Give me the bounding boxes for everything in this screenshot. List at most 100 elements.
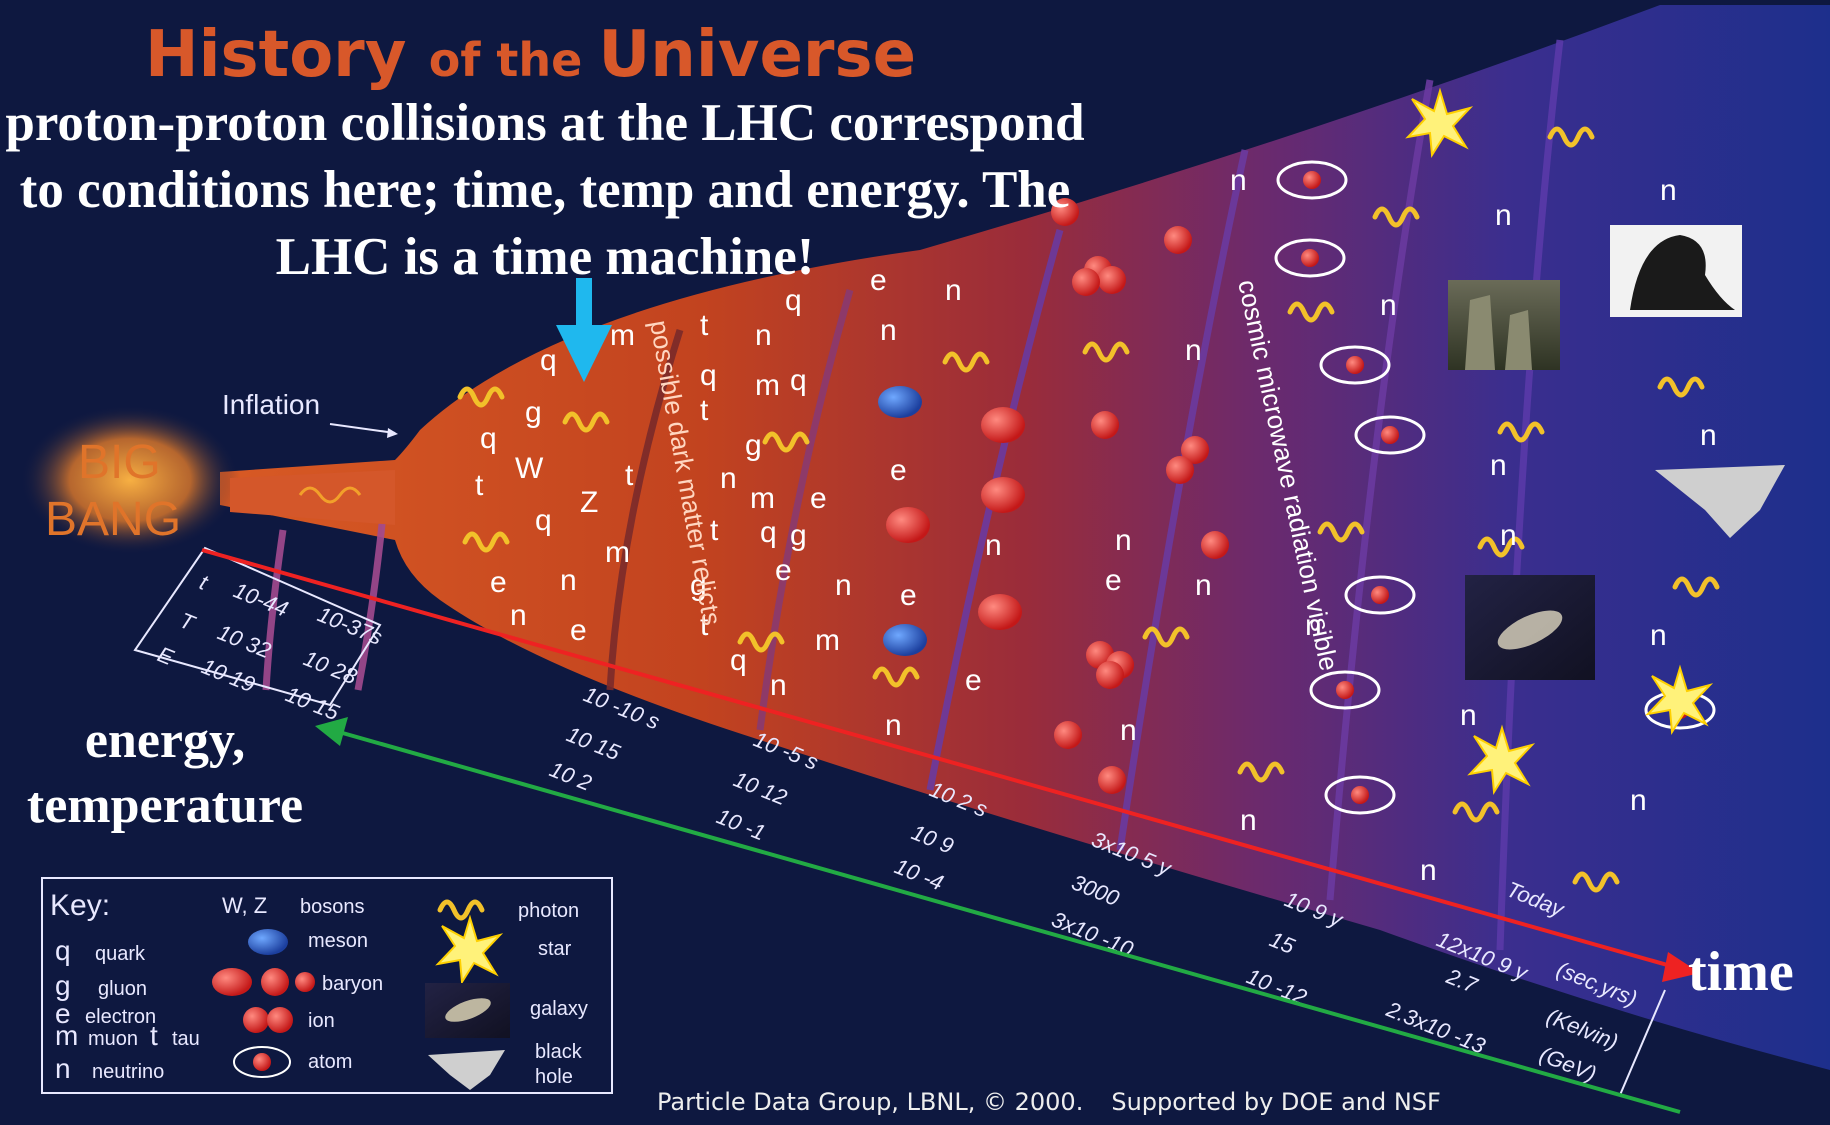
svg-text:n: n xyxy=(1460,699,1477,732)
svg-text:baryon: baryon xyxy=(322,973,383,995)
svg-text:t: t xyxy=(475,469,484,502)
svg-text:neutrino: neutrino xyxy=(92,1061,164,1083)
svg-text:photon: photon xyxy=(518,900,579,922)
svg-text:W: W xyxy=(515,452,544,485)
svg-text:q: q xyxy=(55,935,71,966)
svg-text:q: q xyxy=(785,284,802,317)
svg-text:n: n xyxy=(1630,784,1647,817)
svg-text:q: q xyxy=(535,504,552,537)
svg-text:atom: atom xyxy=(308,1051,352,1073)
svg-text:n: n xyxy=(770,669,787,702)
svg-text:tau: tau xyxy=(172,1028,200,1050)
svg-text:e: e xyxy=(890,454,907,487)
diagram-title: History of the Universe xyxy=(145,18,916,92)
svg-text:e: e xyxy=(570,614,587,647)
svg-text:n: n xyxy=(1195,569,1212,602)
time-label: time xyxy=(1688,941,1794,1003)
svg-text:muon: muon xyxy=(88,1028,138,1050)
credit-line: Particle Data Group, LBNL, © 2000.Suppor… xyxy=(657,1088,1441,1116)
svg-text:m: m xyxy=(610,319,635,352)
svg-text:t: t xyxy=(700,394,709,427)
key-box xyxy=(41,877,613,1094)
svg-text:n: n xyxy=(885,709,902,742)
svg-text:g: g xyxy=(690,569,707,602)
svg-text:n: n xyxy=(1305,609,1322,642)
meson-particles xyxy=(878,386,1025,656)
energy-temperature-label: energy, temperature xyxy=(26,712,304,834)
scale-frame xyxy=(133,546,382,707)
svg-text:m: m xyxy=(755,369,780,402)
svg-text:t: t xyxy=(625,459,634,492)
svg-text:e: e xyxy=(490,566,507,599)
svg-text:n: n xyxy=(835,569,852,602)
nebula-pillars-image xyxy=(1448,280,1560,370)
svg-text:meson: meson xyxy=(308,930,368,952)
svg-text:n: n xyxy=(1420,854,1437,887)
big-bang-label-line1: BIG xyxy=(78,436,161,489)
svg-text:Z: Z xyxy=(580,486,598,519)
svg-text:n: n xyxy=(1380,289,1397,322)
svg-text:W, Z: W, Z xyxy=(222,893,267,918)
svg-text:t: t xyxy=(700,309,709,342)
svg-text:ion: ion xyxy=(308,1010,335,1032)
svg-text:e: e xyxy=(55,998,71,1029)
svg-text:n: n xyxy=(1650,619,1667,652)
svg-text:q: q xyxy=(480,422,497,455)
svg-text:g: g xyxy=(745,429,762,462)
svg-text:n: n xyxy=(1500,519,1517,552)
lhc-annotation: proton-proton collisions at the LHC corr… xyxy=(5,94,1085,286)
svg-text:t: t xyxy=(700,609,709,642)
svg-text:quark: quark xyxy=(95,943,146,965)
svg-text:q: q xyxy=(790,364,807,397)
svg-text:n: n xyxy=(1240,804,1257,837)
svg-text:q: q xyxy=(540,344,557,377)
svg-text:t: t xyxy=(150,1020,158,1051)
svg-text:m: m xyxy=(750,482,775,515)
svg-text:n: n xyxy=(1115,524,1132,557)
svg-text:n: n xyxy=(1700,419,1717,452)
big-bang-glow xyxy=(20,405,240,555)
svg-text:hole: hole xyxy=(535,1066,573,1088)
svg-text:g: g xyxy=(790,519,807,552)
svg-text:e: e xyxy=(1105,564,1122,597)
svg-text:n: n xyxy=(1490,449,1507,482)
svg-text:e: e xyxy=(900,579,917,612)
svg-text:e: e xyxy=(870,264,887,297)
svg-text:black: black xyxy=(535,1041,583,1063)
svg-text:g: g xyxy=(55,970,71,1001)
svg-text:bosons: bosons xyxy=(300,896,365,918)
svg-text:m: m xyxy=(55,1020,78,1051)
svg-text:t: t xyxy=(710,514,719,547)
svg-text:n: n xyxy=(510,599,527,632)
black-hole-image xyxy=(1655,465,1785,538)
svg-text:star: star xyxy=(538,938,572,960)
svg-text:n: n xyxy=(1660,174,1677,207)
time-arrow xyxy=(201,548,1700,982)
svg-text:n: n xyxy=(1495,199,1512,232)
pointer-arrow xyxy=(556,278,612,382)
svg-text:m: m xyxy=(605,536,630,569)
svg-text:m: m xyxy=(815,624,840,657)
svg-text:n: n xyxy=(55,1053,71,1084)
energy-arrow xyxy=(315,717,1681,1114)
svg-text:gluon: gluon xyxy=(98,978,147,1000)
svg-text:n: n xyxy=(1120,714,1137,747)
svg-text:e: e xyxy=(965,664,982,697)
svg-text:galaxy: galaxy xyxy=(530,998,588,1020)
svg-text:electron: electron xyxy=(85,1006,156,1028)
svg-text:n: n xyxy=(945,274,962,307)
svg-text:g: g xyxy=(525,396,542,429)
inflation-neck xyxy=(230,470,395,525)
svg-text:Key:: Key: xyxy=(50,889,110,922)
svg-text:n: n xyxy=(1230,164,1247,197)
svg-text:n: n xyxy=(755,319,772,352)
svg-text:q: q xyxy=(730,644,747,677)
big-bang-label-line2: BANG xyxy=(45,493,181,546)
svg-text:e: e xyxy=(810,482,827,515)
svg-text:n: n xyxy=(560,564,577,597)
svg-text:n: n xyxy=(880,314,897,347)
